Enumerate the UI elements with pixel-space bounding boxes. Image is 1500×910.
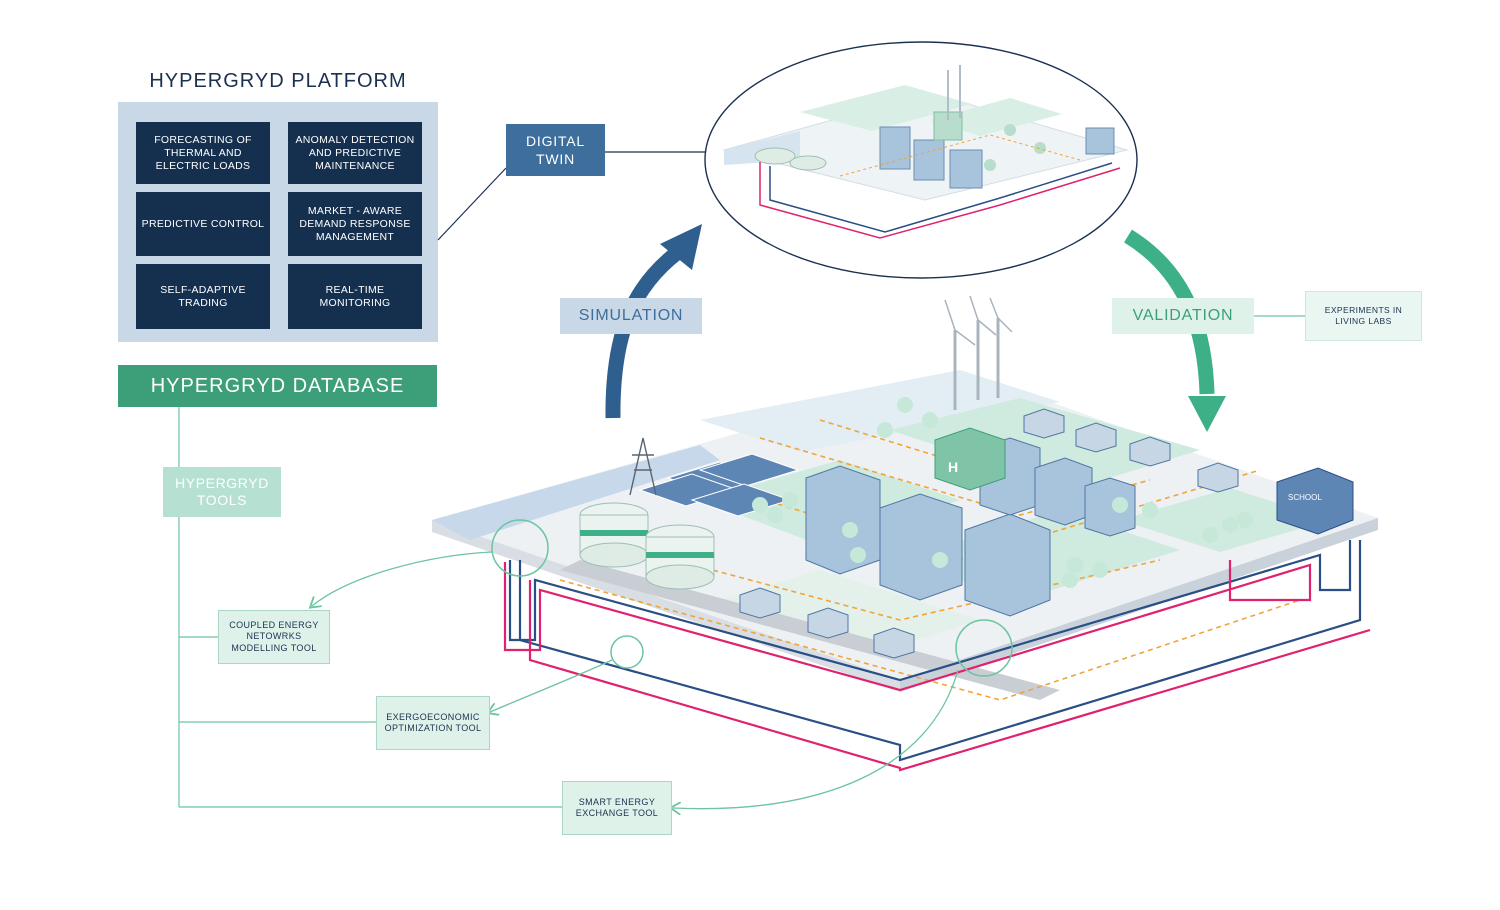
- solar-fields: [638, 453, 800, 517]
- storage-tanks: [579, 502, 715, 590]
- pylon: [629, 437, 657, 496]
- hydrogen-building: H: [934, 427, 1006, 491]
- callout-arrows: [312, 551, 959, 809]
- tile-demand-response: MARKET - AWARE DEMAND RESPONSE MANAGEMEN…: [288, 192, 422, 256]
- platform-title: HYPERGRYD PLATFORM: [149, 70, 407, 92]
- tile-self-adaptive-trading: SELF-ADAPTIVE TRADING: [136, 264, 270, 329]
- tile-anomaly-detection: ANOMALY DETECTION AND PREDICTIVE MAINTEN…: [288, 122, 422, 184]
- tile-real-time-monitoring: REAL-TIME MONITORING: [288, 264, 422, 329]
- tile-predictive-control: PREDICTIVE CONTROL: [136, 192, 270, 256]
- tool-smart-energy-exchange: SMART ENERGY EXCHANGE TOOL: [562, 781, 672, 835]
- tool-exergoeconomic: EXERGOECONOMIC OPTIMIZATION TOOL: [376, 696, 490, 750]
- digital-twin-city: [722, 65, 1129, 239]
- wind-turbines: [944, 295, 1013, 410]
- simulation-label: SIMULATION: [560, 298, 702, 334]
- tool-coupled-energy: COUPLED ENERGY NETOWRKS MODELLING TOOL: [218, 610, 330, 664]
- school-building: SCHOOL: [1276, 467, 1354, 535]
- tools-box: HYPERGRYD TOOLS: [163, 467, 281, 517]
- tile-forecasting: FORECASTING OF THERMAL AND ELECTRIC LOAD…: [136, 122, 270, 184]
- apartment-blocks: [805, 437, 1136, 617]
- simulation-arrow: [605, 246, 683, 419]
- validation-label: VALIDATION: [1112, 298, 1254, 334]
- experiments-label: EXPERIMENTS IN LIVING LABS: [1305, 291, 1422, 341]
- platform-twin-connector: [437, 151, 710, 241]
- digital-twin-label: DIGITAL TWIN: [506, 124, 605, 176]
- platform-panel: FORECASTING OF THERMAL AND ELECTRIC LOAD…: [118, 102, 438, 342]
- underground-pipes: [503, 540, 1371, 772]
- database-bar: HYPERGRYD DATABASE: [118, 365, 437, 407]
- school-sign: SCHOOL: [1288, 493, 1322, 502]
- trees: [752, 397, 1253, 588]
- houses: [739, 408, 1239, 659]
- zoom-circles: [491, 519, 1013, 677]
- hydrogen-sign: H: [948, 459, 958, 475]
